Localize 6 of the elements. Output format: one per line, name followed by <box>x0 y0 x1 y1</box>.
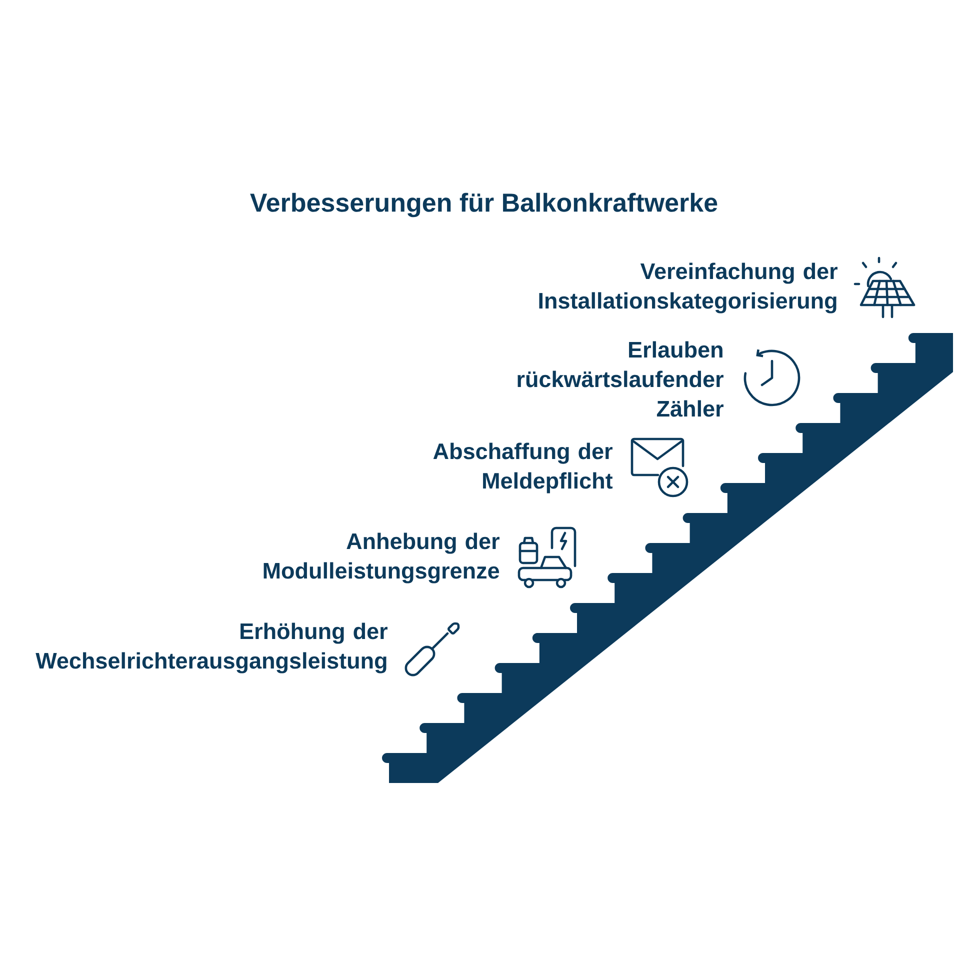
title: Verbesserungen für Balkonkraftwerke <box>250 192 718 218</box>
step-label: Anhebung der Modulleistungsgrenze <box>264 532 500 584</box>
step-label: Vereinfachung der Installationskategorisierung <box>539 262 838 314</box>
step-label: Abschaffung der Meldepflicht <box>433 442 613 494</box>
step-label: Erhöhung der Wechselrichterausgangsleistung <box>36 622 388 674</box>
step-label: Erlauben rückwärtslaufender Zähler <box>518 341 724 417</box>
